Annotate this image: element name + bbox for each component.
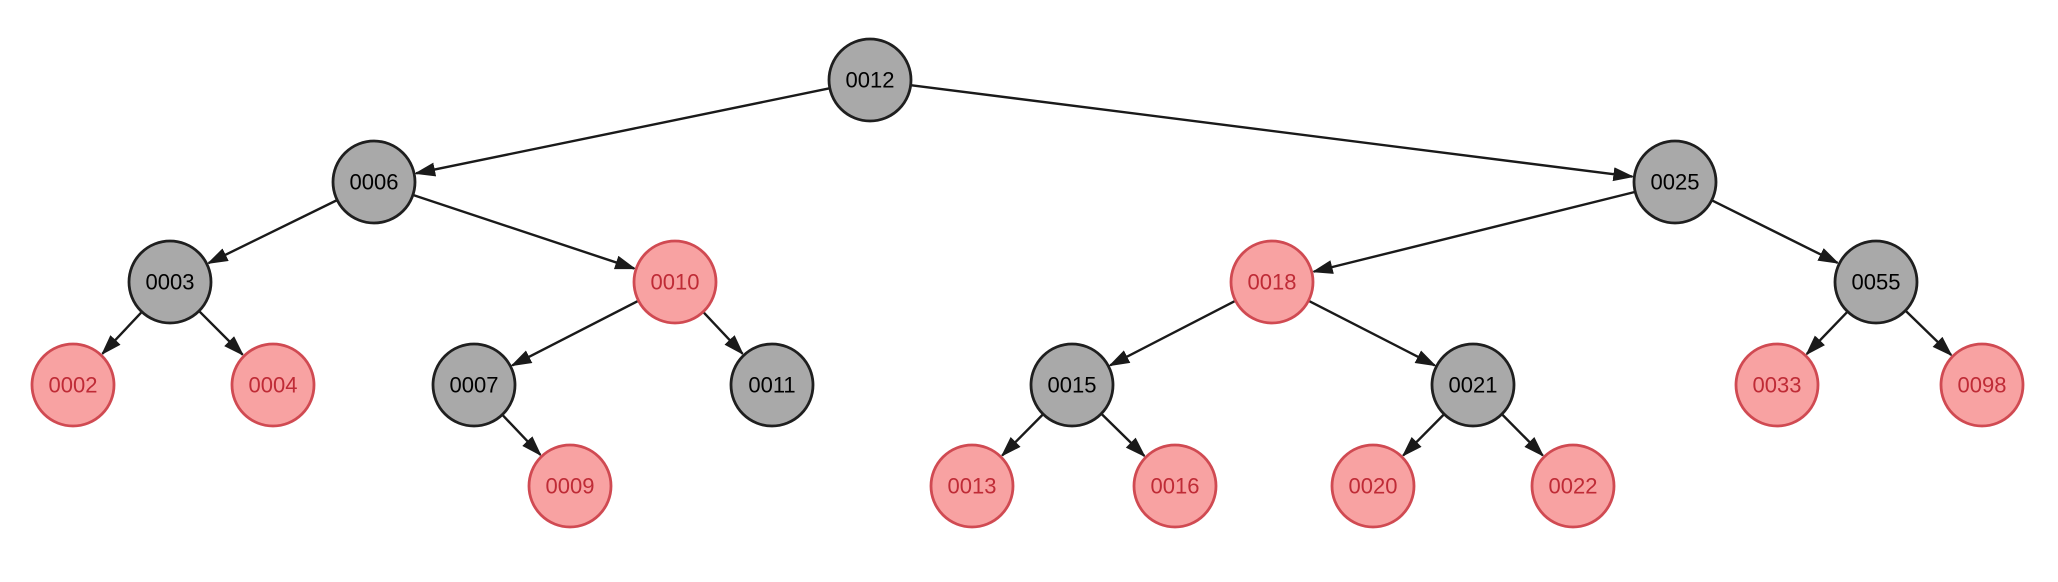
node-circle: [1734, 342, 1820, 428]
node-circle: [1330, 443, 1416, 529]
tree-edge-0018-0015: [1108, 300, 1236, 367]
tree-node-0010: 0010: [632, 239, 718, 325]
tree-edge-0010-0007: [510, 300, 639, 367]
tree-edge-0006-0003: [206, 199, 337, 265]
node-circle: [127, 239, 213, 325]
node-label: 0006: [350, 170, 399, 195]
node-circle: [527, 443, 613, 529]
tree-node-0009: 0009: [527, 443, 613, 529]
tree-edge-0055-0033: [1805, 311, 1848, 356]
tree-node-0016: 0016: [1132, 443, 1218, 529]
node-circle: [729, 342, 815, 428]
node-label: 0007: [450, 373, 499, 398]
node-label: 0018: [1248, 270, 1297, 295]
tree-edge-0007-0009: [502, 414, 542, 457]
node-circle: [1939, 342, 2025, 428]
tree-edge-0021-0020: [1401, 414, 1445, 457]
node-circle: [1430, 342, 1516, 428]
node-circle: [827, 37, 913, 123]
node-circle: [431, 342, 517, 428]
tree-node-0033: 0033: [1734, 342, 1820, 428]
node-circle: [632, 239, 718, 325]
tree-edge-0012-0025: [911, 84, 1635, 182]
tree-edge-0003-0004: [198, 310, 245, 357]
tree-node-0003: 0003: [127, 239, 213, 325]
node-label: 0015: [1048, 373, 1097, 398]
tree-node-0015: 0015: [1029, 342, 1115, 428]
node-circle: [1530, 443, 1616, 529]
tree-edge-0018-0021: [1308, 300, 1437, 367]
tree-node-0022: 0022: [1530, 443, 1616, 529]
tree-node-0018: 0018: [1229, 239, 1315, 325]
node-label: 0016: [1151, 474, 1200, 499]
node-label: 0010: [651, 270, 700, 295]
tree-edge-0025-0055: [1712, 199, 1840, 264]
node-label: 0098: [1958, 373, 2007, 398]
tree-node-0006: 0006: [331, 139, 417, 225]
node-label: 0003: [146, 270, 195, 295]
tree-edge-0015-0013: [1000, 414, 1044, 457]
node-label: 0002: [49, 373, 98, 398]
node-label: 0012: [846, 68, 895, 93]
tree-edge-0006-0010: [413, 194, 637, 270]
node-label: 0025: [1651, 170, 1700, 195]
node-circle: [331, 139, 417, 225]
node-label: 0013: [948, 474, 997, 499]
tree-edge-0012-0006: [414, 87, 830, 177]
node-circle: [1132, 443, 1218, 529]
node-label: 0020: [1349, 474, 1398, 499]
node-circle: [1029, 342, 1115, 428]
tree-node-0007: 0007: [431, 342, 517, 428]
tree-node-0002: 0002: [30, 342, 116, 428]
tree-node-0011: 0011: [729, 342, 815, 428]
tree-edge-0003-0002: [101, 311, 143, 356]
node-circle: [1833, 239, 1919, 325]
tree-edge-0025-0018: [1311, 190, 1635, 274]
node-label: 0011: [748, 373, 795, 398]
tree-node-0055: 0055: [1833, 239, 1919, 325]
tree-edge-0010-0011: [702, 311, 744, 356]
tree-edge-0015-0016: [1101, 413, 1146, 458]
tree-edge-0021-0022: [1501, 414, 1545, 457]
tree-node-0012: 0012: [827, 37, 913, 123]
node-circle: [1632, 139, 1718, 225]
node-circle: [929, 443, 1015, 529]
node-label: 0021: [1449, 373, 1498, 398]
node-label: 0022: [1549, 474, 1598, 499]
node-circle: [230, 342, 316, 428]
node-circle: [1229, 239, 1315, 325]
tree-node-0020: 0020: [1330, 443, 1416, 529]
node-label: 0004: [249, 373, 298, 398]
tree-node-0098: 0098: [1939, 342, 2025, 428]
tree-node-0025: 0025: [1632, 139, 1718, 225]
node-circle: [30, 342, 116, 428]
tree-node-0021: 0021: [1430, 342, 1516, 428]
tree-edge-0055-0098: [1905, 310, 1953, 357]
node-label: 0009: [546, 474, 595, 499]
node-label: 0055: [1852, 270, 1901, 295]
tree-node-0004: 0004: [230, 342, 316, 428]
node-label: 0033: [1753, 373, 1802, 398]
tree-node-0013: 0013: [929, 443, 1015, 529]
